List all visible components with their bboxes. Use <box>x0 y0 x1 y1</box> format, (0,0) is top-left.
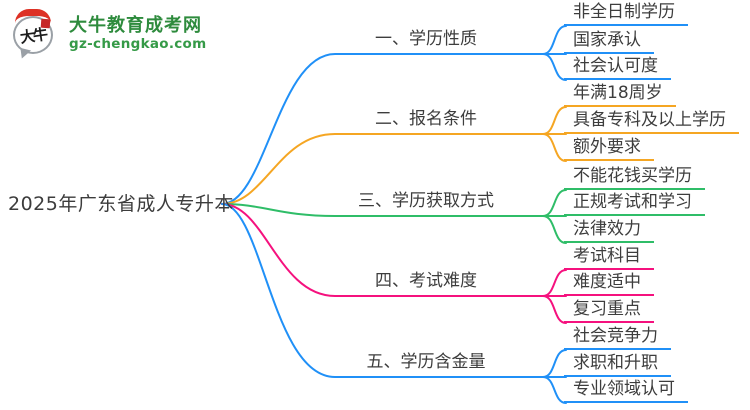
leaf-node: 具备专科及以上学历 <box>564 110 739 134</box>
leaf-node: 额外要求 <box>564 137 654 161</box>
branch-line <box>221 133 544 205</box>
branch-line <box>221 203 544 217</box>
leaf-connector <box>542 349 567 378</box>
leaf-node: 考试科目 <box>564 246 654 270</box>
leaf-node: 不能花钱买学历 <box>564 166 705 190</box>
leaf-node: 难度适中 <box>564 272 654 296</box>
site-name: 大牛教育成考网 <box>69 15 202 36</box>
leaf-node: 非全日制学历 <box>564 2 688 26</box>
leaf-node: 年满18周岁 <box>564 83 676 107</box>
branch-line <box>221 203 544 378</box>
leaf-connector <box>542 189 567 217</box>
branch-label-4: 四、考试难度 <box>375 271 477 291</box>
leaf-node: 求职和升职 <box>564 353 671 377</box>
site-url: gz-chengkao.com <box>69 36 207 52</box>
logo-speech-bubble-icon: 大牛 <box>13 16 53 54</box>
branch-label-1: 一、学历性质 <box>375 29 477 49</box>
leaf-connector <box>542 133 567 162</box>
leaf-node: 法律效力 <box>564 219 654 243</box>
leaf-connector <box>542 295 567 324</box>
leaf-node: 国家承认 <box>564 30 654 54</box>
leaf-connector <box>542 106 567 135</box>
leaf-connector <box>542 215 567 244</box>
root-node-label: 2025年广东省成人专升本 <box>8 193 234 215</box>
leaf-connector <box>542 269 567 297</box>
leaf-node: 复习重点 <box>564 299 654 323</box>
site-logo-icon: 大牛 <box>12 9 60 59</box>
leaf-node: 正规考试和学习 <box>564 192 705 216</box>
branch-label-2: 二、报名条件 <box>375 109 477 129</box>
branch-label-5: 五、学历含金量 <box>366 352 486 372</box>
leaf-connector <box>542 25 567 55</box>
leaf-node: 专业领域认可 <box>564 379 688 403</box>
branch-line <box>221 203 544 297</box>
logo-red-seal-icon <box>40 18 51 29</box>
logo-red-arc-icon <box>15 9 51 23</box>
leaf-connector <box>542 53 567 81</box>
site-logo: 大牛 大牛教育成考网 gz-chengkao.com <box>12 9 207 59</box>
leaf-node: 社会竞争力 <box>564 326 671 350</box>
leaf-node: 社会认可度 <box>564 56 671 80</box>
branch-line <box>221 53 544 205</box>
leaf-connector <box>542 376 567 404</box>
branch-label-3: 三、学历获取方式 <box>358 191 494 211</box>
site-logo-text: 大牛教育成考网 gz-chengkao.com <box>69 9 207 53</box>
